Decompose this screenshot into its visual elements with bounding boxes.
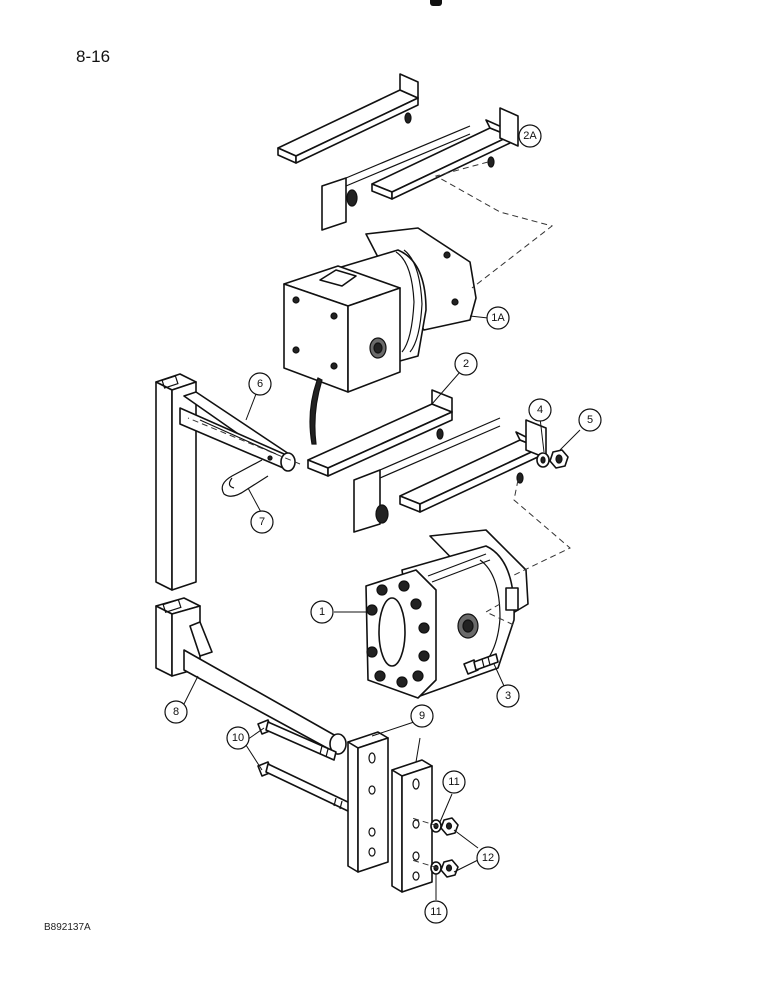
bolt-10-lower bbox=[257, 761, 353, 813]
svg-text:10: 10 bbox=[232, 732, 244, 744]
svg-text:5: 5 bbox=[587, 414, 593, 426]
svg-text:12: 12 bbox=[482, 852, 494, 864]
strap-9-right bbox=[391, 759, 433, 893]
washer-11-upper bbox=[430, 819, 442, 833]
callout-2a: 2A bbox=[518, 124, 542, 148]
callout-12: 12 bbox=[476, 846, 500, 870]
callout-9: 9 bbox=[410, 704, 434, 728]
bracket-2 bbox=[307, 389, 547, 533]
svg-text:11: 11 bbox=[430, 906, 441, 918]
svg-text:4: 4 bbox=[537, 404, 543, 416]
washer-4 bbox=[536, 452, 550, 468]
callout-6: 6 bbox=[248, 372, 272, 396]
svg-text:8: 8 bbox=[173, 706, 179, 718]
washer-11-lower bbox=[430, 861, 442, 875]
svg-text:11: 11 bbox=[448, 776, 459, 788]
nut-5 bbox=[549, 449, 569, 469]
callout-1a: 1A bbox=[486, 306, 510, 330]
arm-6 bbox=[155, 373, 296, 591]
pump-1 bbox=[365, 529, 529, 699]
nut-12-lower bbox=[440, 859, 459, 878]
svg-text:1A: 1A bbox=[491, 312, 505, 324]
svg-text:1: 1 bbox=[319, 606, 325, 618]
callout-10: 10 bbox=[226, 726, 250, 750]
callout-5: 5 bbox=[578, 408, 602, 432]
callout-1: 1 bbox=[310, 600, 334, 624]
svg-text:7: 7 bbox=[259, 516, 265, 528]
callout-7: 7 bbox=[250, 510, 274, 534]
callout-11-upper: 11 bbox=[442, 770, 466, 794]
callout-3: 3 bbox=[496, 684, 520, 708]
arm-8 bbox=[155, 597, 347, 755]
callout-4: 4 bbox=[528, 398, 552, 422]
hair-pin-7 bbox=[221, 459, 269, 497]
bolt-10-upper bbox=[257, 719, 337, 761]
strap-9-left bbox=[347, 731, 389, 873]
page-number: 8-16 bbox=[76, 47, 111, 66]
svg-text:3: 3 bbox=[505, 690, 511, 702]
callout-11-lower: 11 bbox=[424, 900, 448, 924]
bolt-3 bbox=[463, 653, 499, 675]
svg-text:9: 9 bbox=[419, 710, 425, 722]
bracket-2a bbox=[277, 73, 519, 231]
callout-8: 8 bbox=[164, 700, 188, 724]
pump-1a bbox=[283, 227, 477, 445]
svg-text:2: 2 bbox=[463, 358, 469, 370]
callout-2: 2 bbox=[454, 352, 478, 376]
assembly-lines bbox=[187, 161, 571, 869]
figure-code: B892137A bbox=[44, 922, 91, 933]
svg-text:2A: 2A bbox=[523, 130, 537, 142]
svg-text:6: 6 bbox=[257, 378, 263, 390]
top-edge-mark bbox=[430, 0, 442, 6]
nut-12-upper bbox=[440, 817, 459, 836]
